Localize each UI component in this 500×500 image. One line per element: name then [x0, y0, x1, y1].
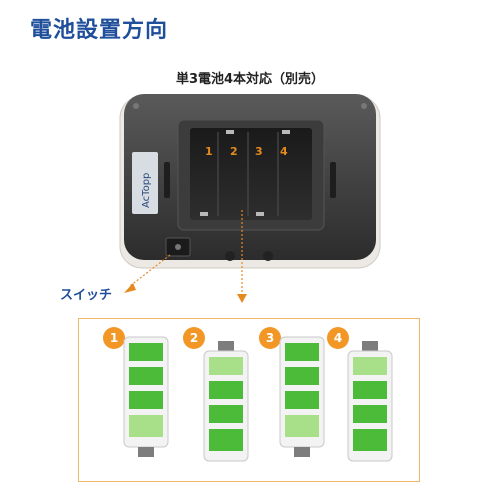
battery-2: 2: [183, 327, 255, 477]
battery-1: 1: [103, 327, 175, 477]
battery-spec-subtitle: 単3電池4本対応（別売）: [175, 72, 325, 87]
slot-number-2: 2: [230, 145, 238, 158]
battery-3: 3: [259, 327, 331, 477]
battery-badge-1: 1: [103, 327, 125, 349]
slot-number-4: 4: [280, 145, 288, 158]
device-back-image: 1 2 3 4 AcTopp: [119, 94, 381, 269]
battery-icon: [347, 341, 393, 462]
battery-icon: [123, 336, 169, 457]
arrows-overlay: [124, 210, 247, 303]
page-title: 電池設置方向: [30, 18, 169, 43]
battery-4: 4: [327, 327, 399, 477]
battery-direction-panel: 1 2 3: [78, 318, 420, 482]
battery-badge-2: 2: [183, 327, 205, 349]
brand-label: AcTopp: [141, 173, 152, 208]
battery-badge-3: 3: [259, 327, 281, 349]
switch-label: スイッチ: [60, 288, 113, 303]
battery-icon: [203, 341, 249, 462]
slot-number-1: 1: [205, 145, 213, 158]
slot-number-3: 3: [255, 145, 263, 158]
battery-icon: [279, 336, 325, 457]
battery-badge-4: 4: [327, 327, 349, 349]
